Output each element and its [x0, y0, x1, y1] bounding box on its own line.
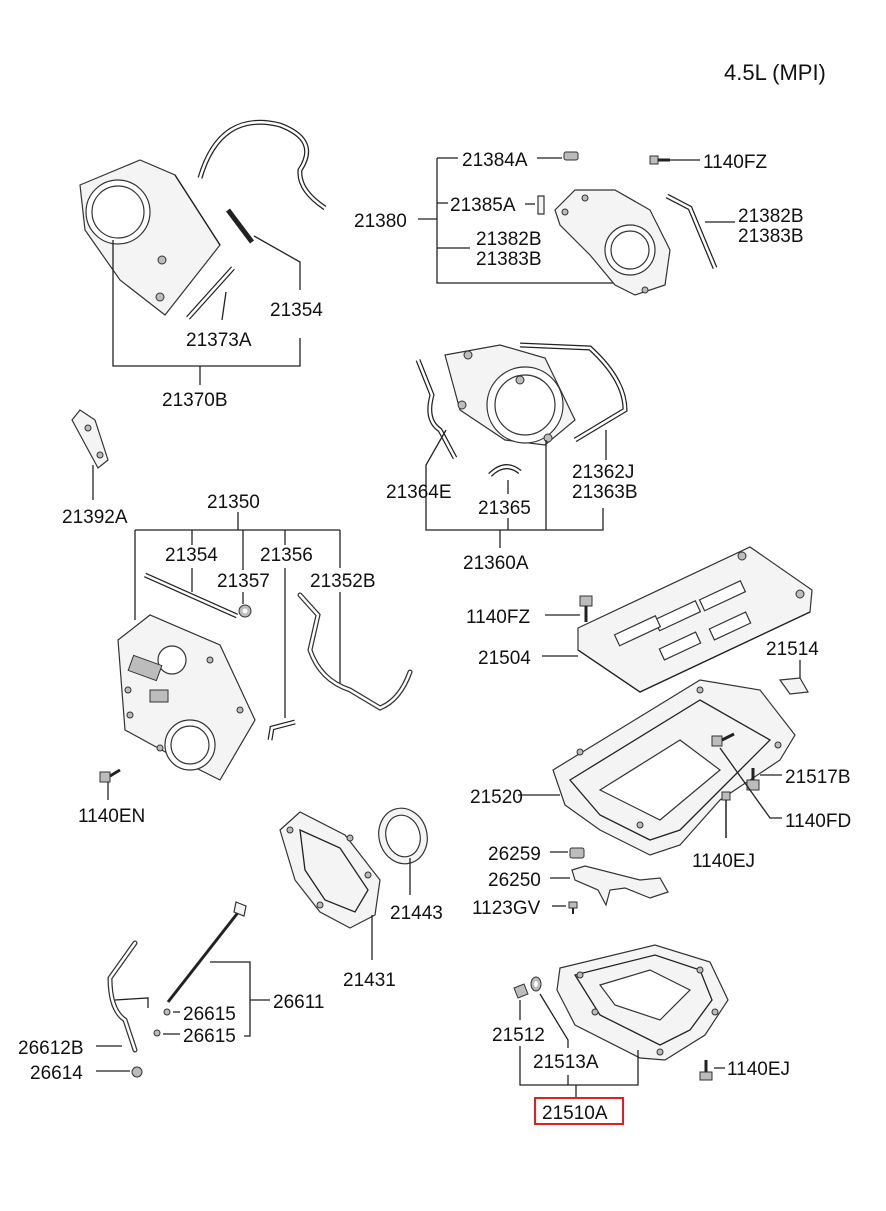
engine-title: 4.5L (MPI) — [724, 60, 826, 85]
gasket-21513a-part[interactable] — [530, 976, 542, 992]
oring-26614-part[interactable] — [131, 1066, 143, 1078]
rear-cover-21380-part[interactable] — [554, 189, 671, 296]
label-1140fd: 1140FD — [785, 811, 851, 832]
label-26250: 26250 — [488, 870, 541, 891]
label-21384a: 21384A — [462, 150, 528, 171]
label-21510a[interactable]: 21510A — [542, 1103, 608, 1124]
label-1140en: 1140EN — [78, 806, 145, 827]
bolt-1123gv-part[interactable] — [568, 901, 578, 914]
label-21392a: 21392A — [62, 507, 128, 528]
label-21517b: 21517B — [785, 767, 851, 788]
label-21370b: 21370B — [162, 390, 228, 411]
label-1140fz-mid: 1140FZ — [466, 607, 530, 628]
oring-26615-a-part[interactable] — [163, 1008, 171, 1016]
label-26615-b: 26615 — [183, 1026, 236, 1047]
leader-lines-26611 — [96, 961, 270, 1072]
label-21350: 21350 — [207, 492, 260, 513]
leader-lines-21510a — [519, 993, 725, 1098]
bolt-1140fz-top-part[interactable] — [649, 155, 670, 165]
strainer-26250-part[interactable] — [571, 865, 669, 907]
lower-oil-pan-21510a-part[interactable] — [556, 944, 729, 1061]
label-21352b: 21352B — [310, 571, 376, 592]
label-21431: 21431 — [343, 970, 396, 991]
label-21363b: 21363B — [572, 482, 638, 503]
seal-21357-part[interactable] — [238, 604, 252, 618]
label-21520: 21520 — [470, 787, 523, 808]
label-26611: 26611 — [273, 992, 324, 1013]
plate-21514-part[interactable] — [778, 677, 809, 695]
label-21382b-a: 21382B — [738, 206, 804, 227]
timing-cover-strip-part[interactable] — [226, 208, 254, 244]
label-21513a: 21513A — [533, 1052, 599, 1073]
label-21354-b: 21354 — [165, 545, 218, 566]
label-1140ej-a: 1140EJ — [692, 851, 755, 872]
label-21383b-a: 21383B — [738, 226, 804, 247]
label-21362j: 21362J — [572, 462, 634, 483]
label-21360a: 21360A — [463, 553, 529, 574]
bracket-21392a-part[interactable] — [71, 409, 109, 469]
baffle-plate-21504-part[interactable] — [577, 546, 813, 693]
oil-seal-21443-part[interactable] — [373, 803, 434, 870]
drain-plug-21512-part[interactable] — [513, 983, 529, 999]
bolt-1140fz-mid-part[interactable] — [579, 595, 593, 622]
label-21383b-b: 21383B — [476, 249, 542, 270]
dipstick-handle-part[interactable] — [233, 901, 247, 917]
leader-lines-21350 — [134, 512, 341, 718]
label-26615-a: 26615 — [183, 1004, 236, 1025]
bolt-1140fd-part[interactable] — [711, 732, 735, 747]
label-21380: 21380 — [354, 211, 407, 232]
leader-lines-21360a — [425, 429, 607, 548]
label-26612b: 26612B — [18, 1038, 84, 1059]
label-21354-a: 21354 — [270, 300, 323, 321]
label-1140ej-b: 1140EJ — [727, 1059, 790, 1080]
label-21364e: 21364E — [386, 482, 452, 503]
gasket-26259-part[interactable] — [569, 847, 585, 859]
bolt-1140ej-a-part[interactable] — [721, 791, 731, 838]
label-21365: 21365 — [478, 498, 531, 519]
label-21504: 21504 — [478, 648, 531, 669]
front-cover-21360a-part[interactable] — [444, 344, 576, 446]
label-21382b-b: 21382B — [476, 229, 542, 250]
timing-cover-21350-part[interactable] — [117, 614, 256, 781]
label-21512: 21512 — [492, 1025, 545, 1046]
bolt-1140ej-b-part[interactable] — [699, 1060, 713, 1081]
oring-26615-b-part[interactable] — [153, 1029, 161, 1037]
label-21385a: 21385A — [450, 195, 516, 216]
pin-21384a-part[interactable] — [563, 151, 579, 161]
label-26259: 26259 — [488, 844, 541, 865]
selected-part-highlight[interactable] — [534, 1097, 624, 1125]
upper-oil-pan-21520-part[interactable] — [552, 679, 796, 856]
bolt-1140en-part[interactable] — [99, 768, 121, 783]
timing-cover-seal-part[interactable] — [197, 119, 327, 211]
label-21443: 21443 — [390, 903, 443, 924]
label-21514: 21514 — [766, 639, 819, 660]
seal-case-21431-part[interactable] — [279, 811, 381, 929]
label-1123gv: 1123GV — [472, 898, 541, 919]
seal-21382b-part[interactable] — [665, 193, 718, 269]
leader-21380-bracket — [436, 158, 615, 284]
leader-1140fd — [719, 747, 782, 819]
label-21356: 21356 — [260, 545, 313, 566]
label-1140fz-top: 1140FZ — [703, 152, 767, 173]
upper-timing-cover-part[interactable] — [79, 159, 221, 316]
label-26614: 26614 — [30, 1063, 83, 1084]
dipstick-gauge-26611-part[interactable] — [166, 909, 242, 1003]
label-21373a: 21373A — [186, 330, 252, 351]
tube-bracket — [114, 997, 149, 1008]
label-21357: 21357 — [217, 571, 270, 592]
leader-lines-21370b — [112, 235, 301, 385]
clip-21385a-part[interactable] — [537, 195, 545, 215]
